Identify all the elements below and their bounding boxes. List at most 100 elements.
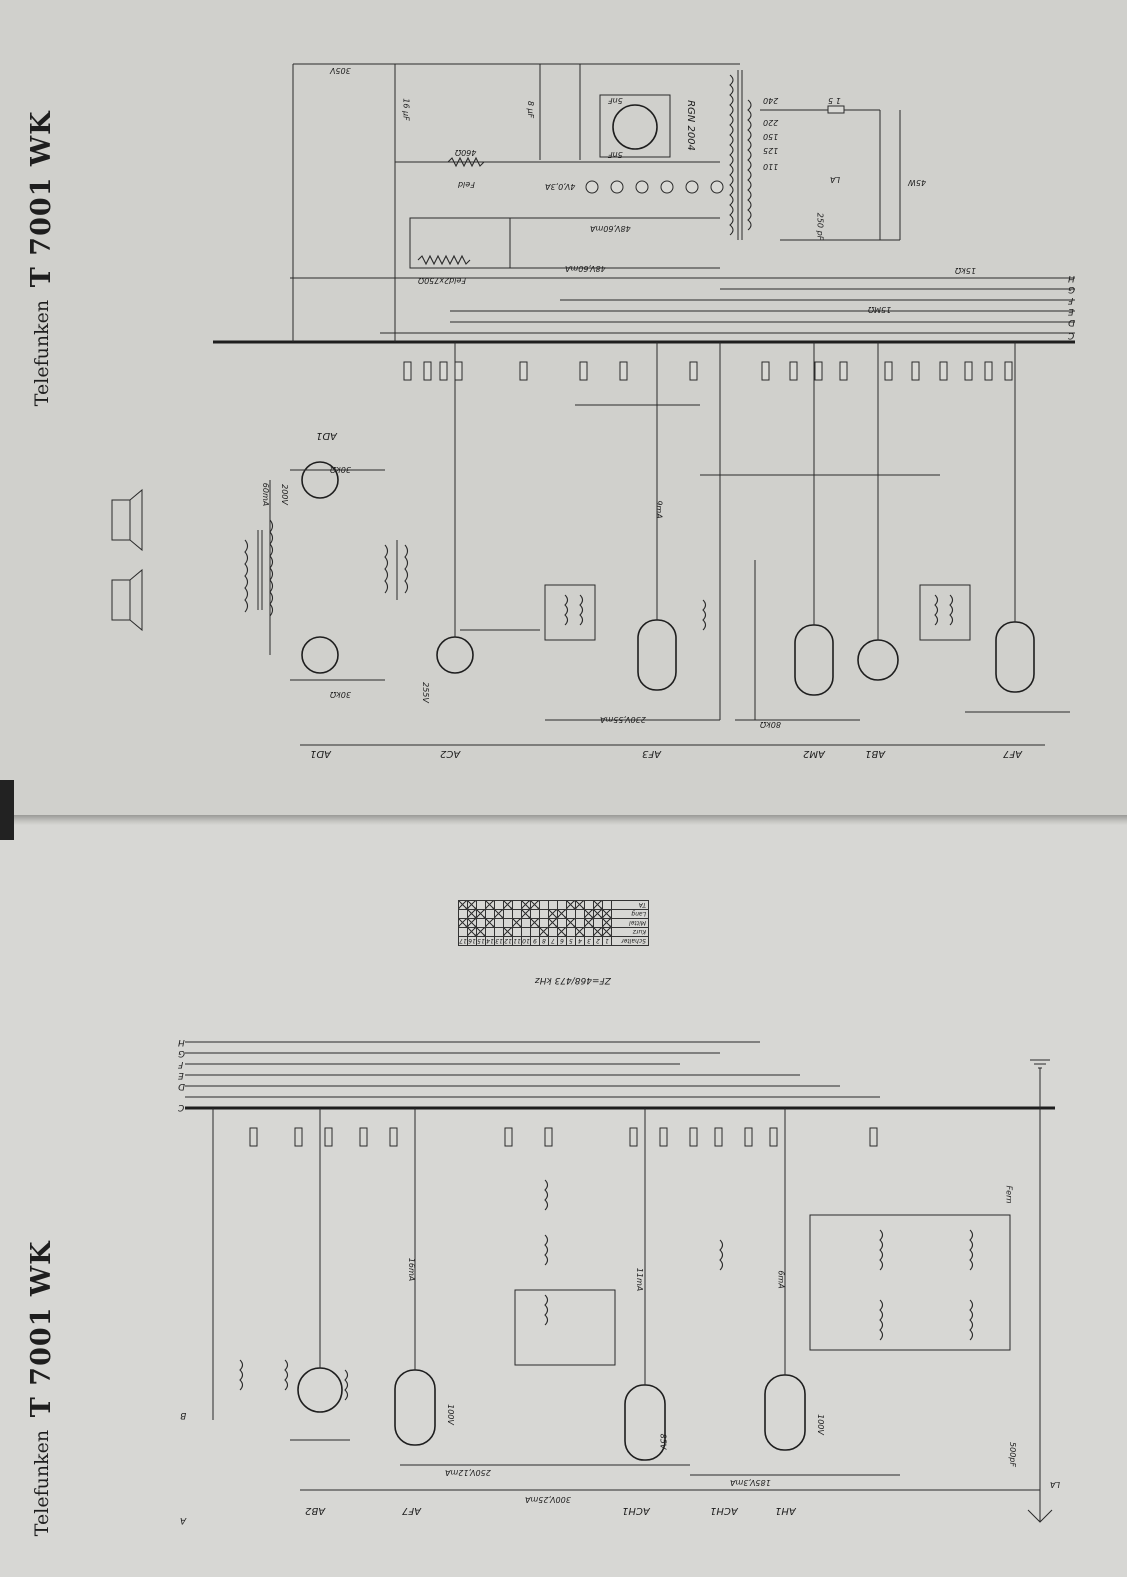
switch-table-cell: [512, 927, 522, 937]
switch-table-cell: [503, 900, 513, 910]
switch-table-cell: [467, 918, 477, 928]
tube-ad1-lower: [301, 636, 339, 674]
switch-table-cell: [485, 927, 495, 937]
bus-letter-top-c: C: [1068, 330, 1075, 340]
label-tap-125: 125: [763, 146, 779, 155]
label-af7-current: 16mA: [407, 1257, 417, 1282]
label-current-48v-2: 48V,60mA: [565, 264, 606, 273]
bus-letter-top-d: D: [1068, 317, 1075, 327]
label-tap-220: 220: [763, 118, 779, 127]
tube-ah1: [764, 1374, 806, 1451]
bus-letter-bottom-f: F: [178, 1059, 184, 1069]
switch-table-cell: [503, 927, 513, 937]
switch-table-cell: [476, 909, 486, 919]
bus-letter-bottom-a: A: [180, 1515, 187, 1525]
interstage-transformer: [384, 540, 409, 600]
label-af7-bottom: AF7: [402, 1505, 421, 1516]
label-fern: Fern: [1004, 1185, 1014, 1204]
label-ac2: AC2: [440, 748, 461, 759]
switch-table-column-header: 6: [557, 936, 567, 946]
label-tap-240: 240: [763, 96, 779, 105]
label-mains-fuse: 1 5: [828, 96, 841, 105]
switch-table-cell: [458, 900, 468, 910]
switch-table-row-label: Schalter: [611, 936, 649, 946]
coil-array-bottom: [239, 1179, 974, 1401]
switch-table-cell: [548, 909, 558, 919]
switch-table-row: Kurz: [458, 927, 649, 937]
resistor-array-top: [403, 361, 1013, 381]
label-ah1: AH1: [775, 1505, 796, 1516]
switch-table-column-header: 1: [602, 936, 612, 946]
switch-table-cell: [593, 927, 603, 937]
switch-table-cell: [476, 927, 486, 937]
label-cap-16uf: 16 μF: [401, 98, 411, 121]
switch-table-cell: [548, 918, 558, 928]
switch-table-cell: [593, 909, 603, 919]
switch-table-cell: [566, 927, 576, 937]
switch-table-row-label: Mittel: [611, 918, 649, 928]
switch-table-cell: [494, 900, 504, 910]
switch-table-column-header: 7: [548, 936, 558, 946]
label-la-bottom: LA: [1050, 1480, 1060, 1489]
switch-table-cell: [602, 918, 612, 928]
switch-table-cell: [512, 909, 522, 919]
switch-table-column-header: 3: [584, 936, 594, 946]
switch-table-cell: [485, 900, 495, 910]
label-100v-af7: 100V: [445, 1404, 455, 1425]
rectifier-tube-rgn2004: [612, 104, 658, 150]
speakers: [111, 488, 143, 632]
switch-table-cell: [458, 909, 468, 919]
label-power-45w: 45W: [908, 178, 927, 187]
switch-table-cell: [602, 909, 612, 919]
output-transformer: [244, 519, 274, 617]
switch-table-cell: [539, 927, 549, 937]
tube-ab2: [297, 1367, 343, 1413]
label-ab2: AB2: [305, 1505, 326, 1516]
switch-table-column-header: 14: [485, 936, 495, 946]
switch-table-row-label: TA: [611, 900, 649, 910]
ground-symbol: [1030, 1059, 1050, 1069]
switch-table-cell: [521, 900, 531, 910]
switch-table-cell: [530, 918, 540, 928]
label-current-48v-1: 48V,60mA: [590, 224, 631, 233]
switch-table-cell: [584, 927, 594, 937]
bus-letter-top-g: G: [1068, 284, 1075, 294]
label-ad1-upper: AD1: [316, 430, 337, 441]
label-cap-5nf-top: 5nF: [608, 96, 623, 105]
page-edge-shadow: [0, 780, 14, 840]
switch-table-cell: [593, 900, 603, 910]
switch-table-column-header: 13: [494, 936, 504, 946]
switch-table-cell: [458, 927, 468, 937]
switch-table-cell: [539, 918, 549, 928]
bus-letter-bottom-g: G: [178, 1048, 185, 1058]
label-ach1-current: 11mA: [635, 1267, 645, 1292]
switch-table-cell: [602, 900, 612, 910]
label-85v: 85V: [658, 1433, 668, 1450]
switch-table-cell: [584, 918, 594, 928]
bus-letter-bottom-d: D: [178, 1081, 185, 1091]
switch-table-cell: [566, 909, 576, 919]
switch-table-row: TA: [458, 900, 649, 910]
switch-table-cell: [584, 909, 594, 919]
switch-table-cell: [602, 927, 612, 937]
switch-table-column-header: 10: [521, 936, 531, 946]
switch-table-column-header: 2: [593, 936, 603, 946]
switch-table-cell: [548, 900, 558, 910]
switch-table-column-header: 17: [458, 936, 468, 946]
switch-table-cell: [467, 909, 477, 919]
switch-table-cell: [521, 918, 531, 928]
switch-table-column-header: 16: [467, 936, 477, 946]
switch-table-cell: [467, 927, 477, 937]
switch-table-cell: [566, 900, 576, 910]
switch-table-cell: [503, 918, 513, 928]
tube-ac2: [436, 636, 474, 674]
switch-table-cell: [503, 909, 513, 919]
switch-table-cell: [548, 927, 558, 937]
bus-letter-top-f: F: [1068, 295, 1074, 305]
bus-letter-bottom-h: H: [178, 1037, 185, 1047]
switch-table-cell: [476, 918, 486, 928]
switch-table-cell: [476, 900, 486, 910]
power-transformer: [729, 70, 752, 240]
label-ah1-current: 6mA: [776, 1270, 786, 1289]
label-ad1-voltage: 200V: [279, 484, 289, 505]
